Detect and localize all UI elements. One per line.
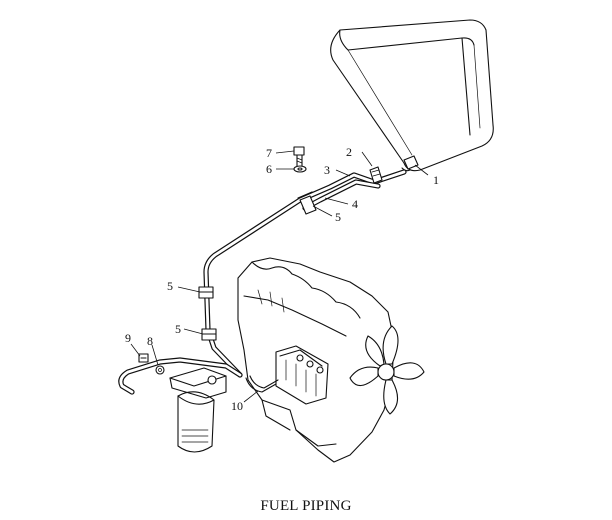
banjo-fitting — [138, 353, 149, 363]
callout-3: 3 — [324, 163, 330, 177]
pipe-clamp-upper — [297, 191, 317, 215]
callout-2: 2 — [346, 145, 352, 159]
mounting-bolt — [293, 146, 305, 167]
callout-10: 10 — [231, 399, 243, 413]
parts-drawing: 1 2 3 4 5 5 5 6 7 8 9 10 — [118, 19, 494, 463]
callout-5-lower: 5 — [175, 322, 181, 336]
gasket — [155, 365, 165, 375]
fuel-pipe — [118, 166, 407, 395]
pipe-clamp-lower — [201, 328, 217, 341]
pipe-clamp-middle — [198, 286, 214, 299]
washer — [293, 165, 307, 173]
fuel-tank — [330, 19, 494, 172]
callout-labels: 1 2 3 4 5 5 5 6 7 8 9 10 — [125, 145, 439, 413]
fuel-filter — [169, 367, 227, 453]
callout-7: 7 — [266, 146, 272, 160]
callout-8: 8 — [147, 334, 153, 348]
diagram-title: FUEL PIPING — [260, 498, 352, 514]
callout-9: 9 — [125, 331, 131, 345]
engine-block — [237, 257, 395, 463]
callout-leaders — [130, 150, 429, 403]
callout-6: 6 — [266, 162, 272, 176]
callout-5-middle: 5 — [167, 279, 173, 293]
callout-1: 1 — [433, 173, 439, 187]
callout-4: 4 — [352, 197, 358, 211]
cooling-fan — [349, 325, 425, 415]
callout-5-upper: 5 — [335, 210, 341, 224]
